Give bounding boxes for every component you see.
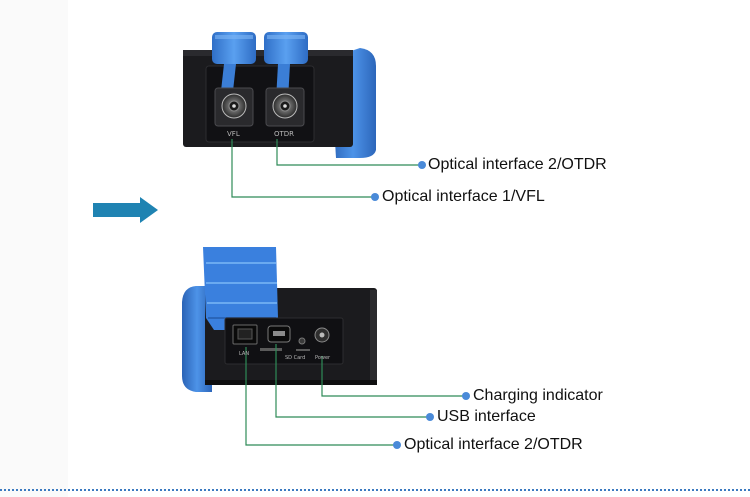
port-label-otdr: OTDR [274,130,294,138]
direction-arrow [93,197,158,223]
callout-optical-2-top: Optical interface 2/OTDR [428,156,607,174]
callout-dot-optical-2-top [418,161,426,169]
port-label-lan: LAN [239,350,249,358]
callout-optical-2-bottom: Optical interface 2/OTDR [404,436,583,454]
bottom-divider [0,489,750,491]
callout-dot-optical-2-bottom [393,441,401,449]
callout-charging: Charging indicator [473,387,603,405]
port-label-vfl: VFL [227,130,240,138]
sd-card-slot [260,348,282,351]
charging-indicator-led [299,338,305,344]
port-label-sd: SD Card [285,354,305,362]
callout-dot-usb [426,413,434,421]
port-label-power: Power [315,354,330,362]
bottom-device-view [182,247,377,392]
callout-usb: USB interface [437,408,536,426]
callout-dot-charging [462,392,470,400]
top-device-view [183,32,376,158]
callout-optical-1-top: Optical interface 1/VFL [382,188,545,206]
callout-dot-optical-1-top [371,193,379,201]
